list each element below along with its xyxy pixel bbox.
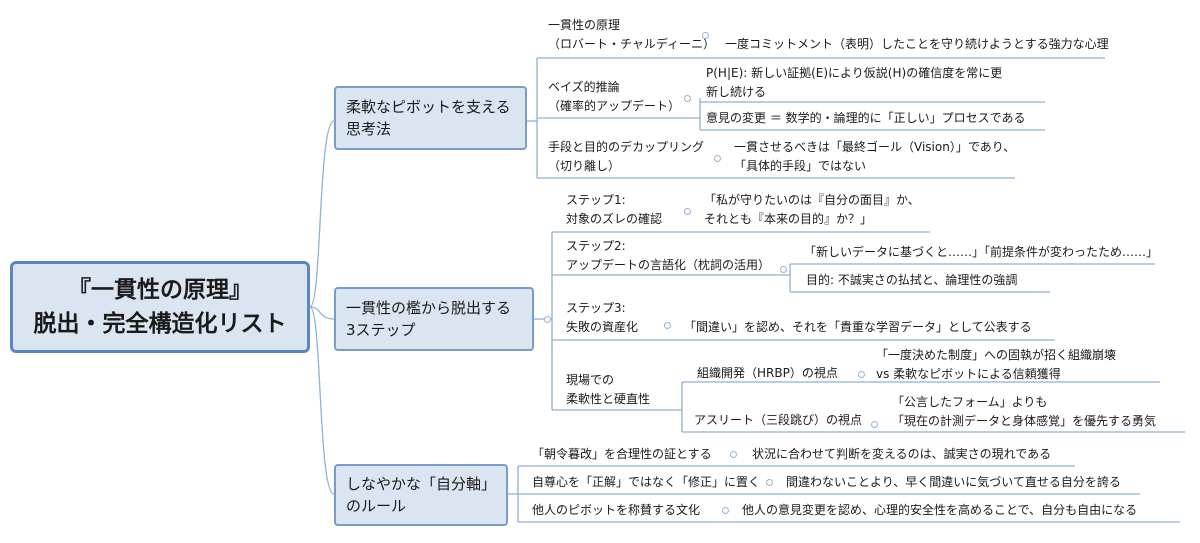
connector-dot-icon bbox=[780, 266, 787, 273]
content-line: vs 柔軟なピボットによる信頼獲得 bbox=[876, 367, 1061, 381]
content-line: それとも『本来の目的』か？」 bbox=[704, 212, 873, 226]
node-bayesian-inference[interactable]: ベイズ的推論 （確率的アップデート） bbox=[548, 78, 680, 116]
node-means-ends-decoupling[interactable]: 手段と目的のデカップリング （切り離し） bbox=[548, 138, 704, 176]
node-rule1[interactable]: 「朝令暮改」を合理性の証とする bbox=[532, 447, 712, 461]
node-content: 目的: 不誠実さの払拭と、論理性の強調 bbox=[806, 273, 1018, 287]
node-label: 現場での bbox=[566, 373, 615, 387]
node-content: 「間違い」を認め、それを「貴重な学習データ」として公表する bbox=[684, 320, 1032, 334]
content-line: 「具体的手段」ではない bbox=[734, 159, 867, 173]
node-label: 失敗の資産化 bbox=[566, 320, 639, 334]
connector-dot-icon bbox=[766, 479, 773, 486]
node-field-flexibility[interactable]: 現場での 柔軟性と硬直性 bbox=[566, 371, 650, 409]
content-line: 「一度決めた制度」への固執が招く組織崩壊 bbox=[876, 348, 1117, 362]
content-line: 「公言したフォーム」よりも bbox=[892, 395, 1048, 409]
connector-dot-icon bbox=[702, 32, 709, 39]
connector-dot-icon bbox=[714, 155, 721, 162]
connector-dot-icon bbox=[664, 322, 671, 329]
node-step2[interactable]: ステップ2: アップデートの言語化（枕詞の活用） bbox=[566, 237, 770, 275]
connector-dot-icon bbox=[722, 507, 729, 514]
branch3-title-line1: しなやかな「自分軸」 bbox=[346, 475, 497, 493]
content-line: 一貫させるべきは「最終ゴール（Vision）」であり、 bbox=[734, 140, 1016, 154]
connector-dot-icon bbox=[544, 316, 551, 323]
node-label: （切り離し） bbox=[548, 159, 621, 173]
node-content: 「私が守りたいのは『自分の面目』か、 それとも『本来の目的』か？」 bbox=[704, 191, 920, 229]
branch-own-axis-rules[interactable]: しなやかな「自分軸」 のルール bbox=[334, 464, 508, 526]
node-label: ベイズ的推論 bbox=[548, 80, 620, 94]
connector-dot-icon bbox=[730, 451, 737, 458]
branch2-title-line2: 3ステップ bbox=[346, 321, 416, 339]
root-title-line2: 脱出・完全構造化リスト bbox=[33, 311, 287, 337]
node-content: 「新しいデータに基づくと……」「前提条件が変わったため……」 bbox=[804, 245, 1159, 259]
node-label: 手段と目的のデカップリング bbox=[548, 140, 705, 154]
node-step1[interactable]: ステップ1: 対象のズレの確認 bbox=[566, 191, 662, 229]
node-content: 一度コミットメント（表明）したことを守り続けようとする強力な心理 bbox=[725, 37, 1109, 51]
branch3-title-line2: のルール bbox=[346, 497, 407, 515]
branch-flexible-thinking[interactable]: 柔軟なピボットを支える 思考法 bbox=[334, 86, 527, 150]
node-label: ステップ1: bbox=[566, 193, 626, 207]
node-content: 意見の変更 ＝ 数学的・論理的に「正しい」プロセスである bbox=[706, 111, 1026, 125]
node-hrbp-perspective[interactable]: 組織開発（HRBP）の視点 bbox=[697, 366, 838, 380]
node-label: 対象のズレの確認 bbox=[566, 212, 663, 226]
content-line: 「私が守りたいのは『自分の面目』か、 bbox=[704, 193, 920, 207]
node-content: 間違わないことより、早く間違いに気づいて直せる自分を誇る bbox=[786, 475, 1121, 489]
node-label: ステップ3: bbox=[566, 301, 626, 315]
node-label: 柔軟性と硬直性 bbox=[566, 392, 651, 406]
root-node[interactable]: 『一貫性の原理』 脱出・完全構造化リスト bbox=[10, 261, 310, 353]
node-content: 一貫させるべきは「最終ゴール（Vision）」であり、 「具体的手段」ではない bbox=[734, 138, 1015, 176]
node-label: ステップ2: bbox=[566, 239, 626, 253]
node-content: P(H|E): 新しい証拠(E)により仮説(H)の確信度を常に更 新し続ける bbox=[706, 64, 1002, 102]
node-athlete-perspective[interactable]: アスリート（三段跳び）の視点 bbox=[694, 413, 863, 427]
node-content: 他人の意見変更を認め、心理的安全性を高めることで、自分も自由になる bbox=[742, 503, 1138, 517]
branch1-title-line2: 思考法 bbox=[346, 120, 392, 138]
node-label: アップデートの言語化（枕詞の活用） bbox=[566, 258, 771, 272]
content-line: P(H|E): 新しい証拠(E)により仮説(H)の確信度を常に更 bbox=[706, 66, 1003, 80]
node-rule2[interactable]: 自尊心を「正解」ではなく「修正」に置く bbox=[532, 475, 761, 489]
node-content: 「一度決めた制度」への固執が招く組織崩壊 vs 柔軟なピボットによる信頼獲得 bbox=[876, 346, 1116, 384]
node-rule3[interactable]: 他人のピボットを称賛する文化 bbox=[532, 503, 701, 517]
connector-dot-icon bbox=[871, 421, 878, 428]
node-consistency-principle[interactable]: 一貫性の原理 （ロバート・チャルディーニ） bbox=[548, 16, 715, 54]
branch-three-steps[interactable]: 一貫性の檻から脱出する 3ステップ bbox=[334, 287, 534, 351]
connector-dot-icon bbox=[858, 371, 865, 378]
connector-dot-icon bbox=[684, 95, 691, 102]
node-content: 「公言したフォーム」よりも 「現在の計測データと身体感覚」を優先する勇気 bbox=[892, 393, 1156, 431]
root-title-line1: 『一貫性の原理』 bbox=[68, 277, 252, 303]
content-line: 新し続ける bbox=[706, 85, 767, 99]
node-content: 状況に合わせて判断を変えるのは、誠実さの現れである bbox=[752, 447, 1052, 461]
node-step3[interactable]: ステップ3: 失敗の資産化 bbox=[566, 299, 638, 337]
branch1-title-line1: 柔軟なピボットを支える bbox=[346, 98, 511, 116]
node-label: （ロバート・チャルディーニ） bbox=[548, 37, 716, 51]
content-line: 「現在の計測データと身体感覚」を優先する勇気 bbox=[892, 414, 1157, 428]
node-label: （確率的アップデート） bbox=[548, 99, 681, 113]
node-label: 一貫性の原理 bbox=[548, 18, 621, 32]
branch2-title-line1: 一貫性の檻から脱出する bbox=[346, 299, 512, 317]
connector-dot-icon bbox=[684, 208, 691, 215]
